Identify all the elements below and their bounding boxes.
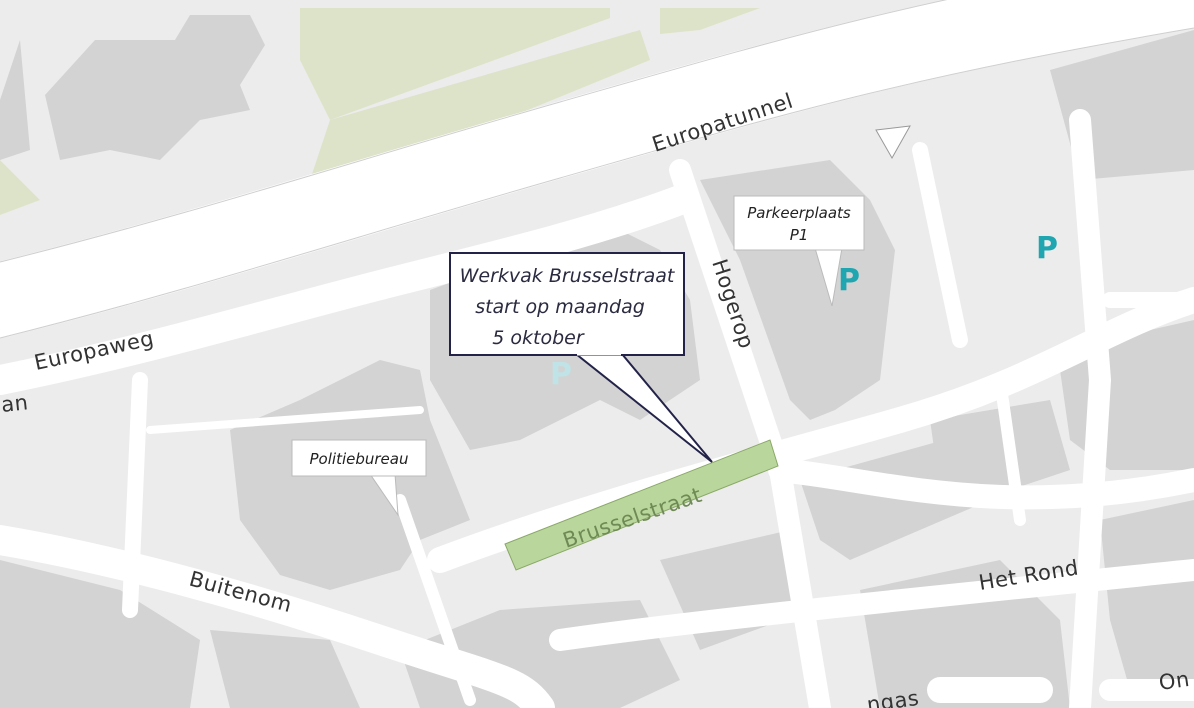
- poi-politiebureau[interactable]: Politiebureau: [291, 439, 427, 517]
- green-area: [300, 8, 610, 120]
- street-label-bottom: ngas: [865, 686, 920, 708]
- parking-faint-sign: P: [550, 357, 572, 392]
- callout-line-2: start op maandag: [475, 296, 645, 318]
- street-label-right: On: [1157, 667, 1191, 695]
- green-area: [660, 8, 760, 34]
- callout-line-1: Werkvak Brusselstraat: [460, 265, 676, 287]
- parking-sign-p1[interactable]: P: [838, 263, 860, 298]
- parking-sign-east[interactable]: P: [1036, 231, 1058, 266]
- traffic-island: [875, 125, 911, 160]
- poi-label-p1: P1: [790, 226, 809, 244]
- road-edges: [0, 0, 1194, 339]
- callout-line-3: 5 oktober: [492, 327, 585, 349]
- werkvak-callout-box: [449, 252, 685, 356]
- poi-parkeerplaats-p1[interactable]: Parkeerplaats P1: [733, 195, 865, 307]
- street-label-edge: an: [0, 390, 30, 417]
- werkvak-callout[interactable]: Werkvak Brusselstraat start op maandag 5…: [449, 252, 713, 463]
- poi-label-politiebureau: Politiebureau: [310, 450, 409, 468]
- poi-label-parkeerplaats: Parkeerplaats: [747, 204, 851, 222]
- brusselstraat-work-zone[interactable]: [504, 439, 779, 571]
- green-area: [0, 160, 40, 215]
